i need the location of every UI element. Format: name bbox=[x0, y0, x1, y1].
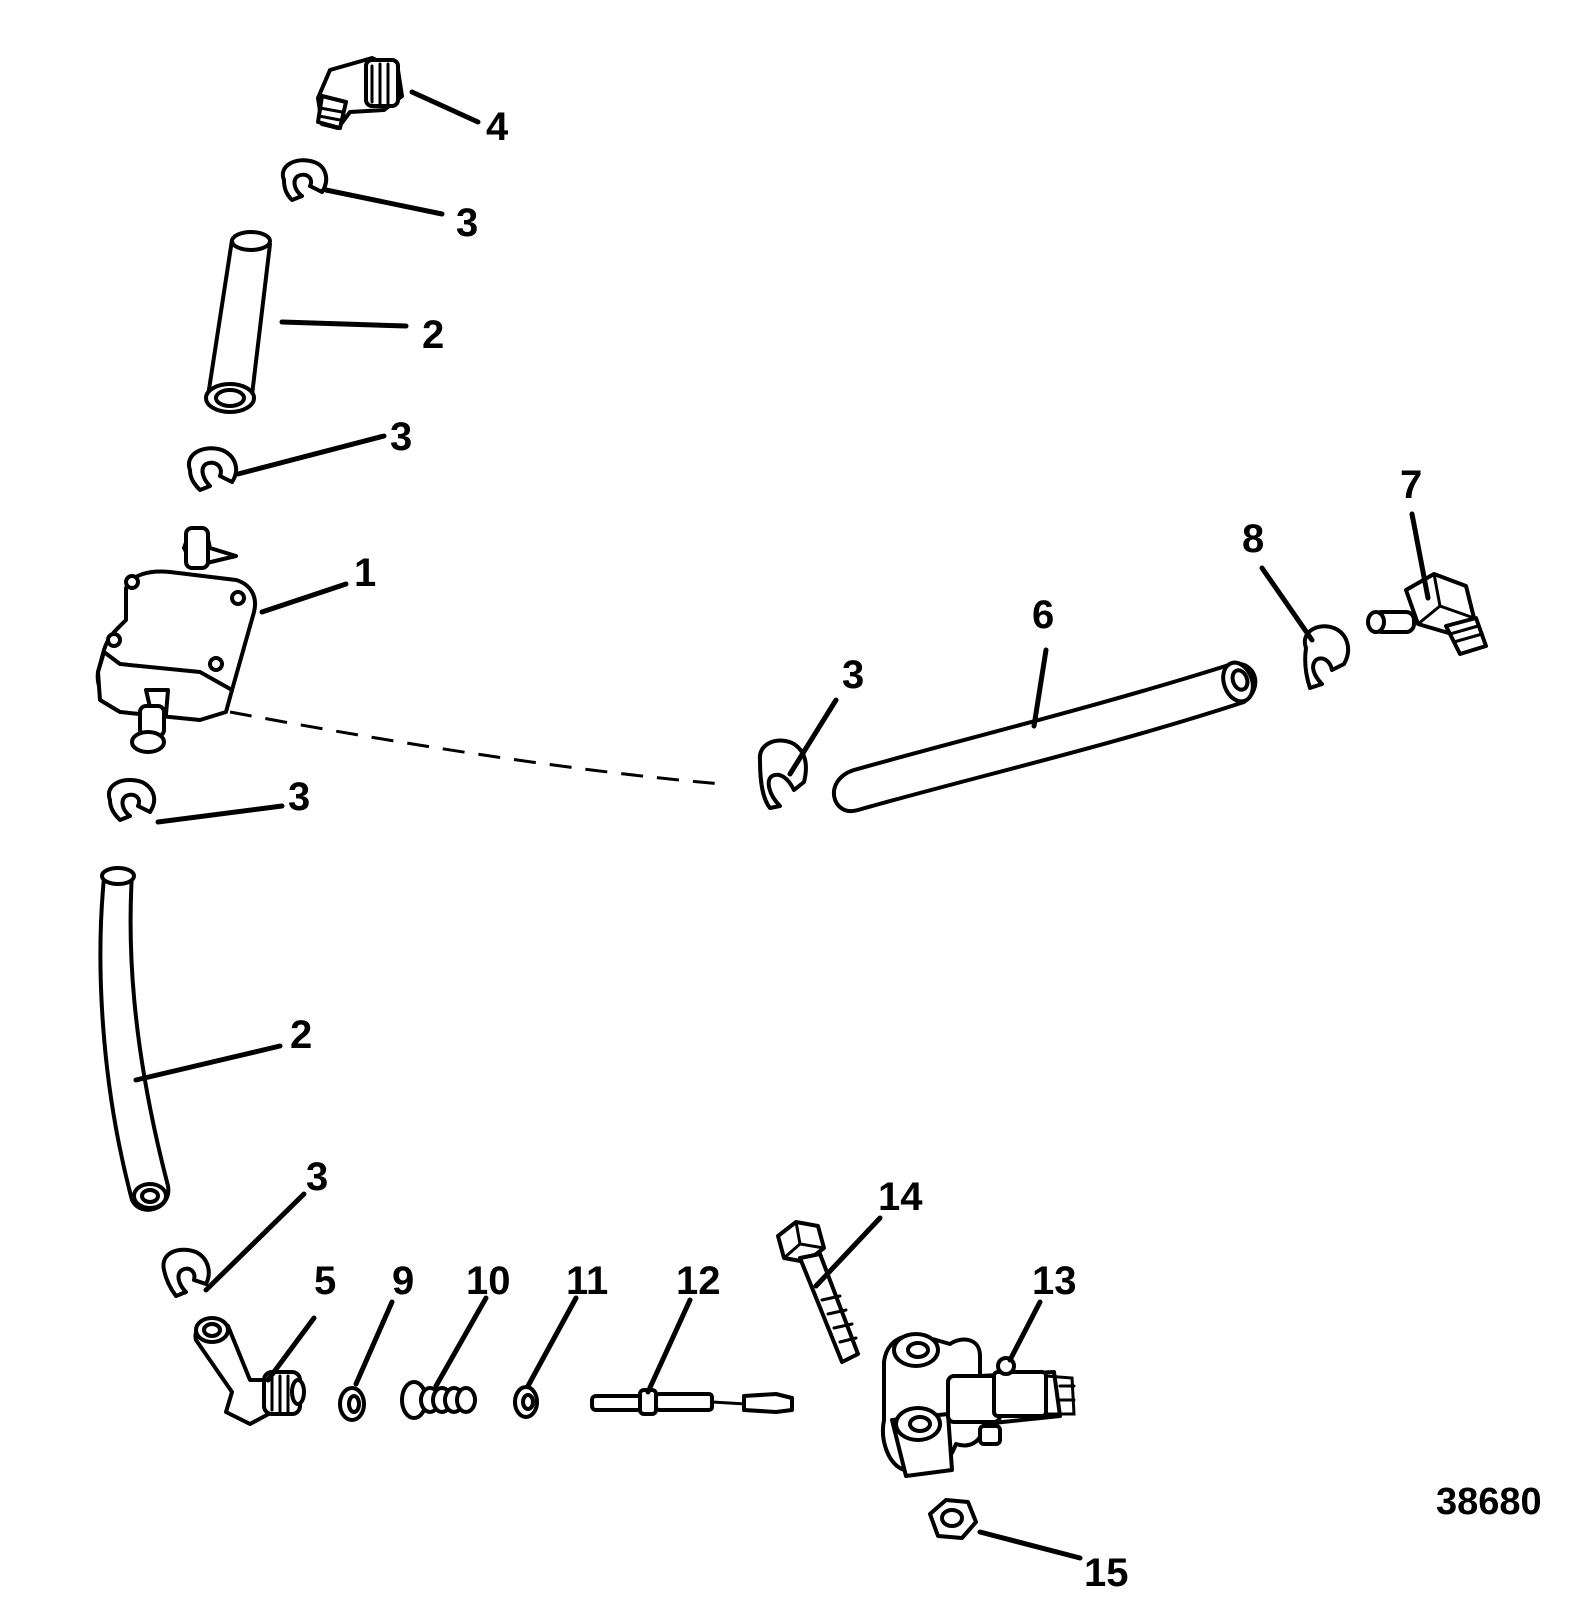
callout-14: 14 bbox=[878, 1175, 923, 1219]
callout-13: 13 bbox=[1032, 1259, 1077, 1303]
callout-10: 10 bbox=[466, 1259, 511, 1303]
callout-5: 5 bbox=[314, 1259, 336, 1303]
part-3-clamp-bottom bbox=[161, 1247, 211, 1298]
callout-1: 1 bbox=[354, 551, 376, 595]
figure-number: 38680 bbox=[1436, 1481, 1542, 1523]
part-13-valve-body bbox=[881, 1332, 1076, 1478]
part-9-washer bbox=[338, 1386, 366, 1422]
dashed-alignment-line bbox=[229, 710, 723, 786]
callout-labels: 4 3 2 3 1 3 2 3 3 6 8 7 5 9 10 11 12 14 … bbox=[288, 105, 1542, 1595]
part-11-washer bbox=[513, 1385, 539, 1419]
part-1-fuel-pump bbox=[95, 526, 257, 754]
callout-3-middle: 3 bbox=[842, 653, 864, 697]
callout-2-upper: 2 bbox=[422, 313, 444, 357]
leader-lines bbox=[133, 89, 1431, 1561]
part-3-clamp-top bbox=[280, 158, 329, 202]
callout-4: 4 bbox=[486, 105, 509, 149]
part-10-spring bbox=[400, 1380, 477, 1420]
part-3-clamp-left bbox=[106, 778, 157, 822]
callout-3-second: 3 bbox=[390, 415, 412, 459]
callout-3-top: 3 bbox=[456, 201, 478, 245]
part-6-hose-long bbox=[831, 660, 1258, 814]
callout-8: 8 bbox=[1242, 517, 1264, 561]
callout-2-lower: 2 bbox=[290, 1013, 312, 1057]
callout-3-left: 3 bbox=[288, 775, 310, 819]
callout-3-bottom: 3 bbox=[306, 1155, 328, 1199]
part-3-clamp-second bbox=[186, 446, 239, 492]
callout-7: 7 bbox=[1400, 463, 1422, 507]
callout-11: 11 bbox=[566, 1259, 608, 1303]
part-8-clamp bbox=[1302, 624, 1351, 690]
part-15-nut bbox=[928, 1498, 978, 1540]
part-2-hose-lower bbox=[98, 866, 171, 1212]
part-14-bolt bbox=[776, 1220, 860, 1364]
part-12-valve-stem bbox=[590, 1388, 794, 1416]
part-5-elbow-fitting bbox=[193, 1316, 306, 1426]
callout-6: 6 bbox=[1032, 593, 1054, 637]
callout-9: 9 bbox=[392, 1259, 414, 1303]
callout-12: 12 bbox=[676, 1259, 721, 1303]
part-2-hose-upper bbox=[204, 230, 272, 414]
part-4-elbow-fitting bbox=[316, 56, 404, 130]
callout-15: 15 bbox=[1084, 1551, 1129, 1595]
part-7-connector bbox=[1366, 572, 1488, 656]
part-3-clamp-middle bbox=[757, 738, 808, 810]
